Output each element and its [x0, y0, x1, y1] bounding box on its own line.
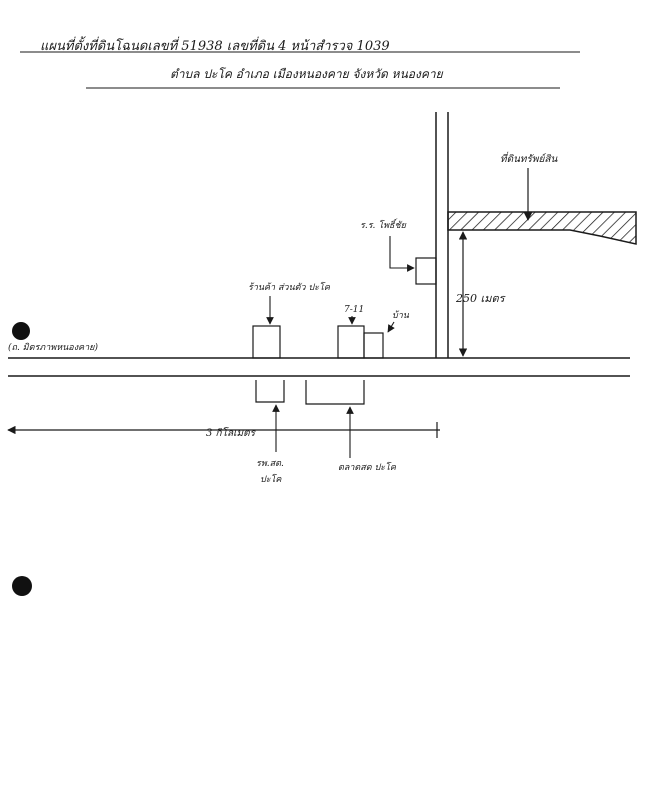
land-parcel-hatched [447, 211, 637, 245]
bullet-dot-bottom [12, 576, 32, 596]
clinic-label-line2: ปะโค [260, 473, 282, 485]
school-building [415, 257, 437, 285]
shop-label: ร้านค้า ส่วนตัว ปะโค [248, 281, 331, 293]
home-label: บ้าน [392, 310, 410, 321]
market-bracket [305, 380, 365, 405]
market-label: ตลาดสด ปะโค [338, 461, 397, 473]
clinic-bracket [255, 380, 285, 403]
distance-label: 250 เมตร [455, 292, 507, 305]
header-line2: ตำบล ปะโค อำเภอ เมืองหนองคาย จังหวัด หนอ… [170, 67, 444, 81]
road-label: (ถ. มิตรภาพหนองคาย) [8, 342, 98, 353]
school-label: ร.ร. โพธิ์ชัย [360, 218, 407, 231]
shop-building [252, 325, 281, 359]
header-line1: แผนที่ตั้งที่ดินโฉนดเลขที่ 51938 เลขที่ด… [40, 36, 390, 54]
bullet-dot-top [12, 322, 30, 340]
left-distance-label: 3 กิโลเมตร [206, 427, 257, 439]
clinic-label-line1: รพ.สต. [256, 459, 284, 469]
land-label: ที่ดินทรัพย์สิน [500, 151, 558, 165]
seven-eleven-label: 7-11 [344, 305, 364, 315]
seven-eleven-building [337, 325, 365, 359]
home-building [363, 332, 384, 359]
